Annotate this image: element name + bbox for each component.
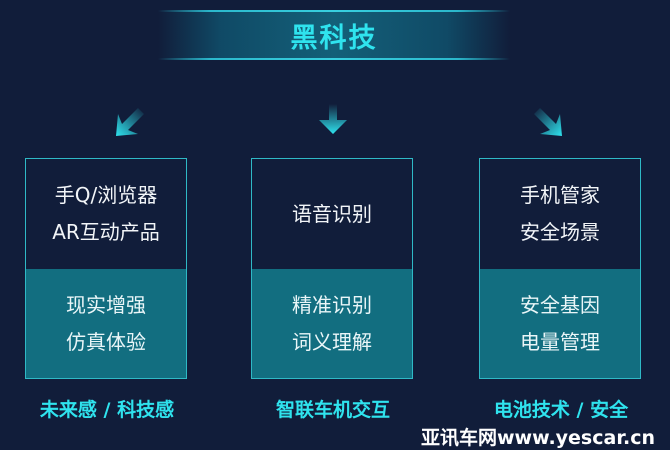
feature-card-security: 手机管家 安全场景 安全基因 电量管理: [479, 158, 641, 379]
arrow-down-icon: [319, 104, 347, 134]
card-line: 仿真体验: [66, 329, 146, 354]
page-title: 黑科技: [290, 22, 378, 54]
card-line: 精准识别: [292, 292, 372, 317]
card-line: 安全场景: [520, 220, 600, 244]
title-banner: 黑科技: [158, 10, 510, 60]
card-line: 手Q/浏览器: [54, 183, 158, 207]
card-line: 电量管理: [520, 329, 600, 354]
arrow-down-left-icon: [116, 108, 144, 136]
card-line: 词义理解: [292, 329, 372, 354]
card-line: 安全基因: [520, 292, 600, 317]
caption-car-interaction: 智联车机交互: [275, 399, 390, 421]
card-bottom-section: 安全基因 电量管理: [480, 269, 640, 378]
card-bottom-section: 精准识别 词义理解: [252, 269, 412, 378]
watermark: 亚讯车网www.yescar.cn: [421, 427, 655, 449]
card-top-section: 手机管家 安全场景: [480, 159, 640, 269]
card-line: 手机管家: [520, 183, 600, 207]
feature-card-ar: 手Q/浏览器 AR互动产品 现实增强 仿真体验: [25, 158, 187, 379]
arrow-down-right-icon: [534, 108, 562, 136]
caption-battery-security: 电池技术 / 安全: [493, 399, 629, 421]
card-top-section: 语音识别: [252, 159, 412, 269]
feature-card-voice: 语音识别 精准识别 词义理解: [251, 158, 413, 379]
card-line: AR互动产品: [52, 220, 160, 244]
card-bottom-section: 现实增强 仿真体验: [26, 269, 186, 378]
card-line: 现实增强: [66, 292, 146, 317]
card-top-section: 手Q/浏览器 AR互动产品: [26, 159, 186, 269]
caption-futuristic: 未来感 / 科技感: [39, 399, 175, 421]
card-line: 语音识别: [292, 201, 372, 226]
